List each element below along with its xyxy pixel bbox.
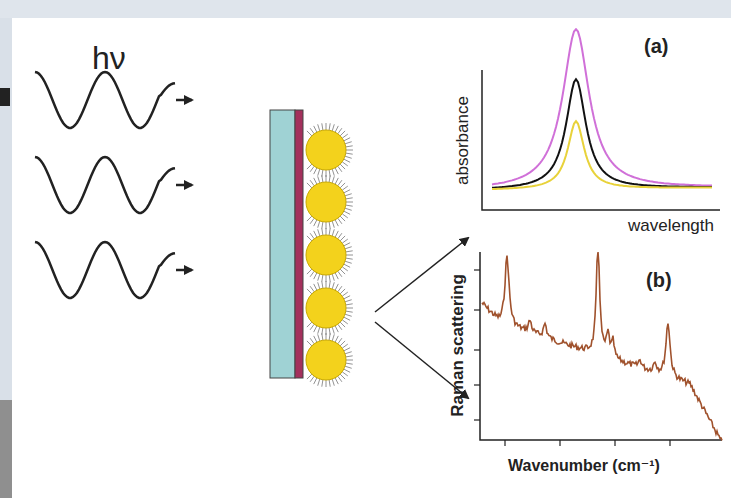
- gold-particle: [306, 340, 346, 380]
- wave: [35, 242, 175, 298]
- gold-particle: [306, 182, 346, 222]
- absorbance-curve: [492, 29, 712, 185]
- wave: [35, 72, 175, 128]
- photon-label: hν: [92, 42, 126, 74]
- gold-particle: [306, 130, 346, 170]
- gold-particle: [306, 235, 346, 275]
- edge-mark: [0, 88, 10, 106]
- linker-layer: [295, 110, 303, 378]
- light-waves: [35, 72, 192, 298]
- axis-title: absorbance: [454, 96, 471, 185]
- panel-label: (a): [644, 36, 668, 56]
- ligand-shell: [307, 123, 353, 387]
- gold-particle: [306, 288, 346, 328]
- wave: [35, 157, 175, 213]
- panel-label: (b): [646, 270, 672, 290]
- absorbance-curve: [492, 79, 712, 188]
- axis-title: Wavenumber (cm⁻¹): [508, 458, 660, 474]
- wave-arrow: [176, 184, 192, 187]
- wave-arrow: [176, 269, 192, 272]
- axis-title: wavelength: [628, 217, 714, 234]
- raman-spectrum: [482, 252, 722, 440]
- absorbance-curve: [492, 121, 712, 189]
- gold-nanoparticles: [306, 130, 346, 380]
- absorbance-curves: [492, 29, 712, 189]
- panel: [12, 18, 731, 498]
- raman-axes: [480, 252, 722, 440]
- axis-title: Raman scattering: [448, 274, 465, 417]
- top-band: [0, 0, 731, 18]
- substrate: [270, 110, 295, 378]
- wave-arrow: [176, 99, 192, 102]
- corner-texture: [0, 400, 12, 498]
